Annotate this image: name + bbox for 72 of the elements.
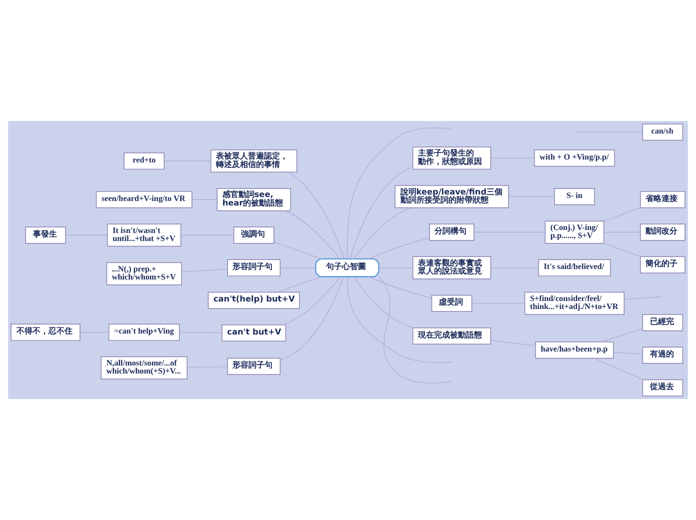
node-box: 主要子句發生的動作，狀態或原因 [412,146,492,170]
node-box: 說明keep/leave/find三個動詞所接受詞的附帶狀態 [394,185,509,208]
node-box: 句子心智圖 [315,258,380,278]
connector [378,267,414,268]
node-box: S- in [554,188,595,206]
node-box: 省略連接 [640,191,686,208]
connector [284,210,340,260]
connector [346,277,452,363]
connector [624,296,662,300]
node-box: 不得不，忍不住 [10,324,80,341]
node-box: 簡化的子 [640,256,686,274]
connector [378,276,452,384]
connector [280,267,316,268]
node-box: can't(help) but+V [208,292,300,309]
connector [280,276,344,360]
connector [368,238,430,260]
node-box: 有過的 [642,346,684,364]
connector [603,207,641,222]
node-box: can't but+V [222,324,286,342]
connector [180,234,234,236]
node-box: 感官動詞see,hear的被動語態 [216,188,291,212]
node-box: red+to [124,152,165,170]
connector [490,340,536,346]
connector [181,268,228,272]
node-box: 形容詞子句 [227,259,281,276]
connector [346,128,452,259]
connector [350,166,414,260]
node-box: 分詞構句 [429,224,474,241]
connector [192,199,218,200]
node-box: can/sh [642,124,684,141]
node-box: 事發生 [25,226,66,244]
connector [277,276,322,293]
connector [574,132,643,133]
connector [282,276,340,326]
node-box: 表達客觀的事實或眾人的說法或意見 [412,256,492,280]
node-box: 形容詞子句 [227,358,281,375]
connector [603,242,641,258]
connector [80,332,110,333]
connector [490,267,539,268]
node-box: have/has+been+p.p [535,342,614,359]
node-box: (Conj.) V-ing/p.p......, S+V [544,220,604,244]
connector [179,332,222,334]
node-box: ...N(,) prep.+which/whom+S+V [106,262,182,286]
node-box: 從過去 [642,379,684,396]
node-box: with + O +Ving/p.p/ [534,150,615,167]
connector [287,172,344,260]
connector [65,234,108,236]
connector [613,352,644,355]
node-box: S+find/consider/feel/think...+it+adj./N+to+VR [524,292,625,315]
connector [474,232,546,233]
connector [353,276,414,328]
node-box: =can't help+Ving [108,324,180,341]
connector [600,328,643,342]
node-box: 強調句 [233,226,274,244]
node-box: 動詞改分 [640,224,686,241]
connector [354,207,411,260]
connector [594,358,644,380]
node-box: 虛受詞 [431,294,472,312]
connector [186,366,228,368]
node-box: It's said/believed/ [538,259,611,276]
connector [508,196,555,198]
node-box: 現在完成被動語態 [412,327,492,344]
node-box: 表被眾人普遍認定，轉述及相信的事情 [210,150,298,173]
node-box: It isn't/wasn't until...+that +S+V [107,224,182,247]
connector [274,242,322,260]
node-box: N,all/most/some/...of which/whom(+S)+V... [100,356,188,380]
connector [164,160,212,162]
node-box: 已經完 [642,314,684,332]
node-box: seen/heard+V-ing/to VR [96,191,192,208]
connector [368,276,432,299]
connector [603,232,641,233]
connector [472,302,526,304]
